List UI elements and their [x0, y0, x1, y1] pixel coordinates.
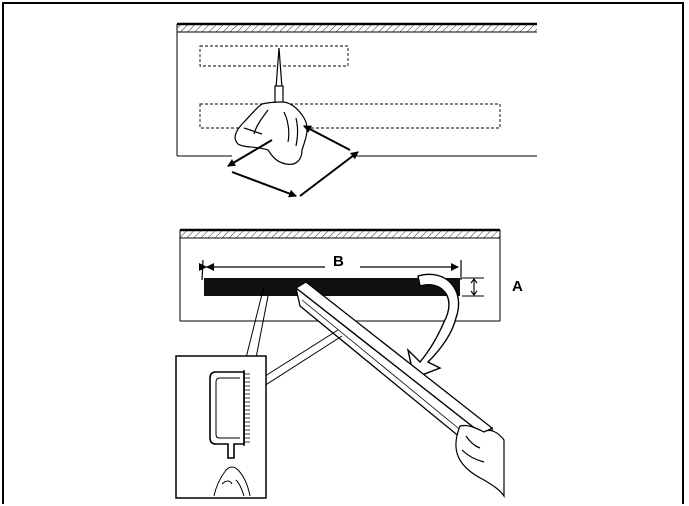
callout-leader-bar — [261, 329, 339, 379]
arrow-upper-right — [303, 125, 351, 151]
hand-on-applicator-icon — [455, 424, 505, 498]
inset-hand-icon — [213, 466, 251, 497]
callout-leader-mid — [255, 295, 269, 359]
dimension-label-b: B — [333, 253, 344, 270]
cross-section-profile — [209, 371, 245, 459]
bottom-panel-hatched-edge — [180, 230, 500, 238]
detail-inset-frame — [175, 355, 267, 499]
callout-leader-left — [245, 285, 265, 359]
arrow-right — [299, 151, 359, 197]
movement-arrows — [227, 125, 359, 198]
callout-leader-bar-2 — [263, 335, 343, 387]
dimension-b — [199, 259, 462, 281]
lower-placement-outline — [199, 103, 501, 129]
upper-placement-outline — [199, 45, 349, 67]
hand-icon — [234, 101, 308, 165]
bottom-panel — [179, 228, 505, 498]
top-panel-hatched-edge — [177, 24, 537, 32]
adhesive-strip — [204, 278, 460, 296]
dimension-a — [462, 277, 484, 297]
dimension-label-a: A — [512, 278, 523, 295]
arrow-bottom — [231, 171, 297, 198]
top-panel — [176, 22, 537, 198]
arrow-lower-left — [227, 139, 273, 167]
bristle-edge — [243, 370, 250, 446]
detail-callout — [175, 285, 343, 499]
